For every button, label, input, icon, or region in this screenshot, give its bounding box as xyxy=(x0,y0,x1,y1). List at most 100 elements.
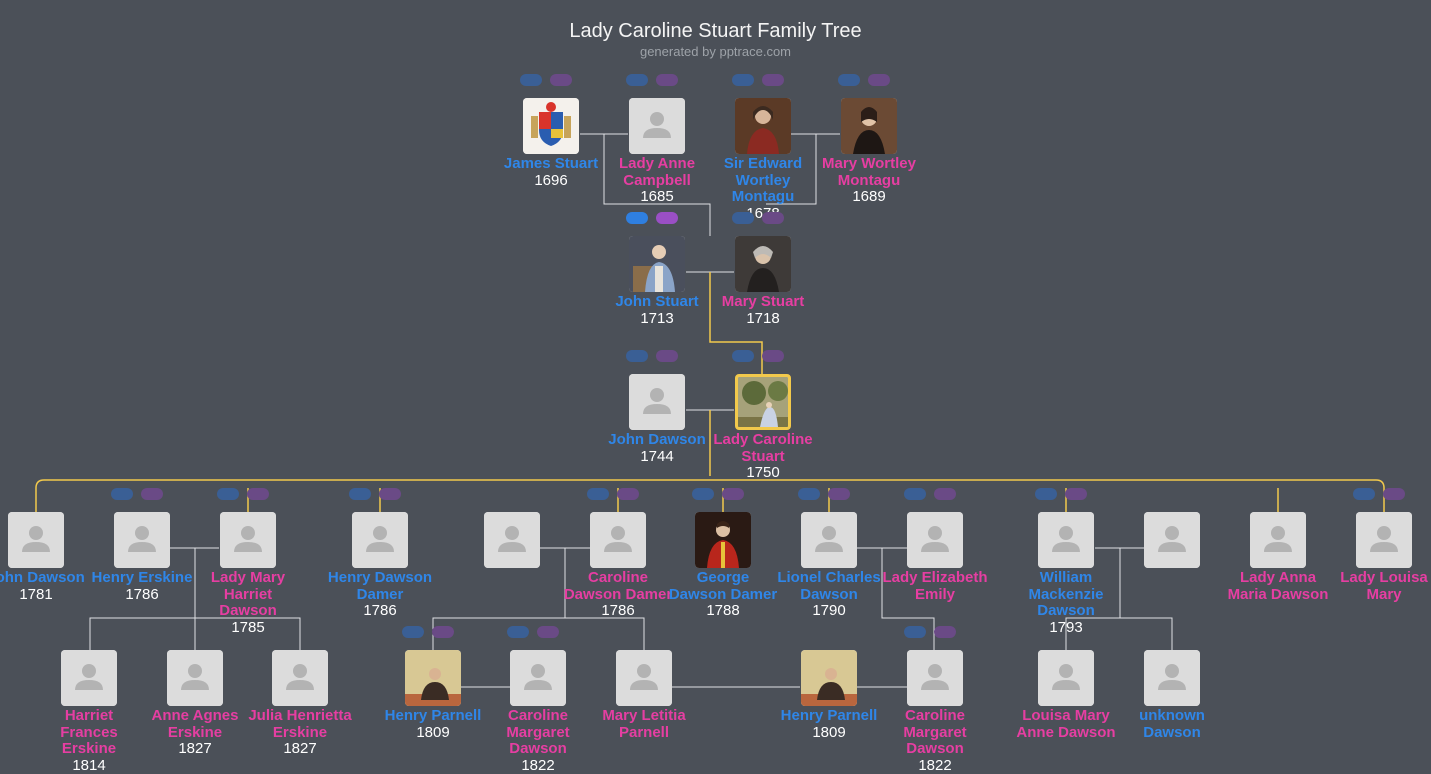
expand-spouse-button[interactable] xyxy=(1065,488,1087,500)
expand-parents-button[interactable] xyxy=(1035,488,1057,500)
expand-parents-button[interactable] xyxy=(732,74,754,86)
expand-parents-button[interactable] xyxy=(217,488,239,500)
expand-parents-button[interactable] xyxy=(798,488,820,500)
expand-parents-button[interactable] xyxy=(626,212,648,224)
person-name[interactable]: Lady Louisa Mary xyxy=(1329,569,1431,603)
expand-spouse-button[interactable] xyxy=(617,488,639,500)
expand-spouse-button[interactable] xyxy=(722,488,744,500)
expand-spouse-button[interactable] xyxy=(550,74,572,86)
avatar-placeholder-icon[interactable] xyxy=(1144,512,1200,568)
expand-spouse-button[interactable] xyxy=(934,488,956,500)
expand-parents-button[interactable] xyxy=(587,488,609,500)
expand-parents-button[interactable] xyxy=(838,74,860,86)
person-photo[interactable] xyxy=(523,98,579,154)
avatar-placeholder-icon[interactable] xyxy=(907,650,963,706)
expand-parents-button[interactable] xyxy=(626,74,648,86)
person-name[interactable]: Lady Elizabeth Emily xyxy=(880,569,990,603)
avatar-placeholder-icon[interactable] xyxy=(590,512,646,568)
person-name[interactable]: unknown Dawson xyxy=(1117,707,1227,741)
expand-parents-button[interactable] xyxy=(402,626,424,638)
expand-parents-button[interactable] xyxy=(349,488,371,500)
expand-spouse-button[interactable] xyxy=(762,74,784,86)
person-name[interactable]: Mary Letitia Parnell xyxy=(589,707,699,741)
expand-spouse-button[interactable] xyxy=(934,626,956,638)
person-photo[interactable] xyxy=(841,98,897,154)
expand-parents-button[interactable] xyxy=(507,626,529,638)
expand-spouse-button[interactable] xyxy=(1383,488,1405,500)
avatar-placeholder-icon[interactable] xyxy=(629,374,685,430)
avatar-placeholder-icon[interactable] xyxy=(629,98,685,154)
avatar-placeholder-icon[interactable] xyxy=(272,650,328,706)
avatar-placeholder-icon[interactable] xyxy=(510,650,566,706)
person-photo[interactable] xyxy=(735,236,791,292)
expand-parents-button[interactable] xyxy=(1353,488,1375,500)
expand-spouse-button[interactable] xyxy=(432,626,454,638)
person-name[interactable]: Lady Anna Maria Dawson xyxy=(1223,569,1333,603)
expand-spouse-button[interactable] xyxy=(379,488,401,500)
avatar-placeholder-icon[interactable] xyxy=(616,650,672,706)
avatar-placeholder-icon[interactable] xyxy=(167,650,223,706)
expand-spouse-button[interactable] xyxy=(762,350,784,362)
person-photo[interactable] xyxy=(695,512,751,568)
expand-parents-button[interactable] xyxy=(692,488,714,500)
avatar-placeholder-icon[interactable] xyxy=(114,512,170,568)
person-photo[interactable] xyxy=(629,236,685,292)
person-photo[interactable] xyxy=(801,650,857,706)
person-name[interactable]: Louisa Mary Anne Dawson xyxy=(1011,707,1121,741)
avatar-placeholder-icon[interactable] xyxy=(907,512,963,568)
expand-spouse-button[interactable] xyxy=(247,488,269,500)
expand-parents-button[interactable] xyxy=(904,488,926,500)
expand-spouse-button[interactable] xyxy=(656,350,678,362)
avatar-placeholder-icon[interactable] xyxy=(1038,650,1094,706)
avatar-placeholder-icon[interactable] xyxy=(8,512,64,568)
expand-spouse-button[interactable] xyxy=(141,488,163,500)
expand-spouse-button[interactable] xyxy=(828,488,850,500)
expand-spouse-button[interactable] xyxy=(868,74,890,86)
person-photo[interactable] xyxy=(735,98,791,154)
avatar-placeholder-icon[interactable] xyxy=(1356,512,1412,568)
avatar-placeholder-icon[interactable] xyxy=(352,512,408,568)
expand-spouse-button[interactable] xyxy=(537,626,559,638)
expand-parents-button[interactable] xyxy=(732,212,754,224)
expand-spouse-button[interactable] xyxy=(656,74,678,86)
avatar-placeholder-icon[interactable] xyxy=(1038,512,1094,568)
avatar-placeholder-icon[interactable] xyxy=(484,512,540,568)
avatar-placeholder-icon[interactable] xyxy=(220,512,276,568)
avatar-placeholder-icon[interactable] xyxy=(61,650,117,706)
expand-parents-button[interactable] xyxy=(626,350,648,362)
expand-parents-button[interactable] xyxy=(111,488,133,500)
expand-spouse-button[interactable] xyxy=(762,212,784,224)
expand-parents-button[interactable] xyxy=(904,626,926,638)
expand-parents-button[interactable] xyxy=(520,74,542,86)
person-name[interactable]: Sir Edward Wortley Montagu1678 xyxy=(708,155,818,222)
avatar-placeholder-icon[interactable] xyxy=(1144,650,1200,706)
person-photo[interactable] xyxy=(405,650,461,706)
expand-parents-button[interactable] xyxy=(732,350,754,362)
avatar-placeholder-icon[interactable] xyxy=(801,512,857,568)
expand-spouse-button[interactable] xyxy=(656,212,678,224)
avatar-placeholder-icon[interactable] xyxy=(1250,512,1306,568)
person-photo[interactable] xyxy=(735,374,791,430)
